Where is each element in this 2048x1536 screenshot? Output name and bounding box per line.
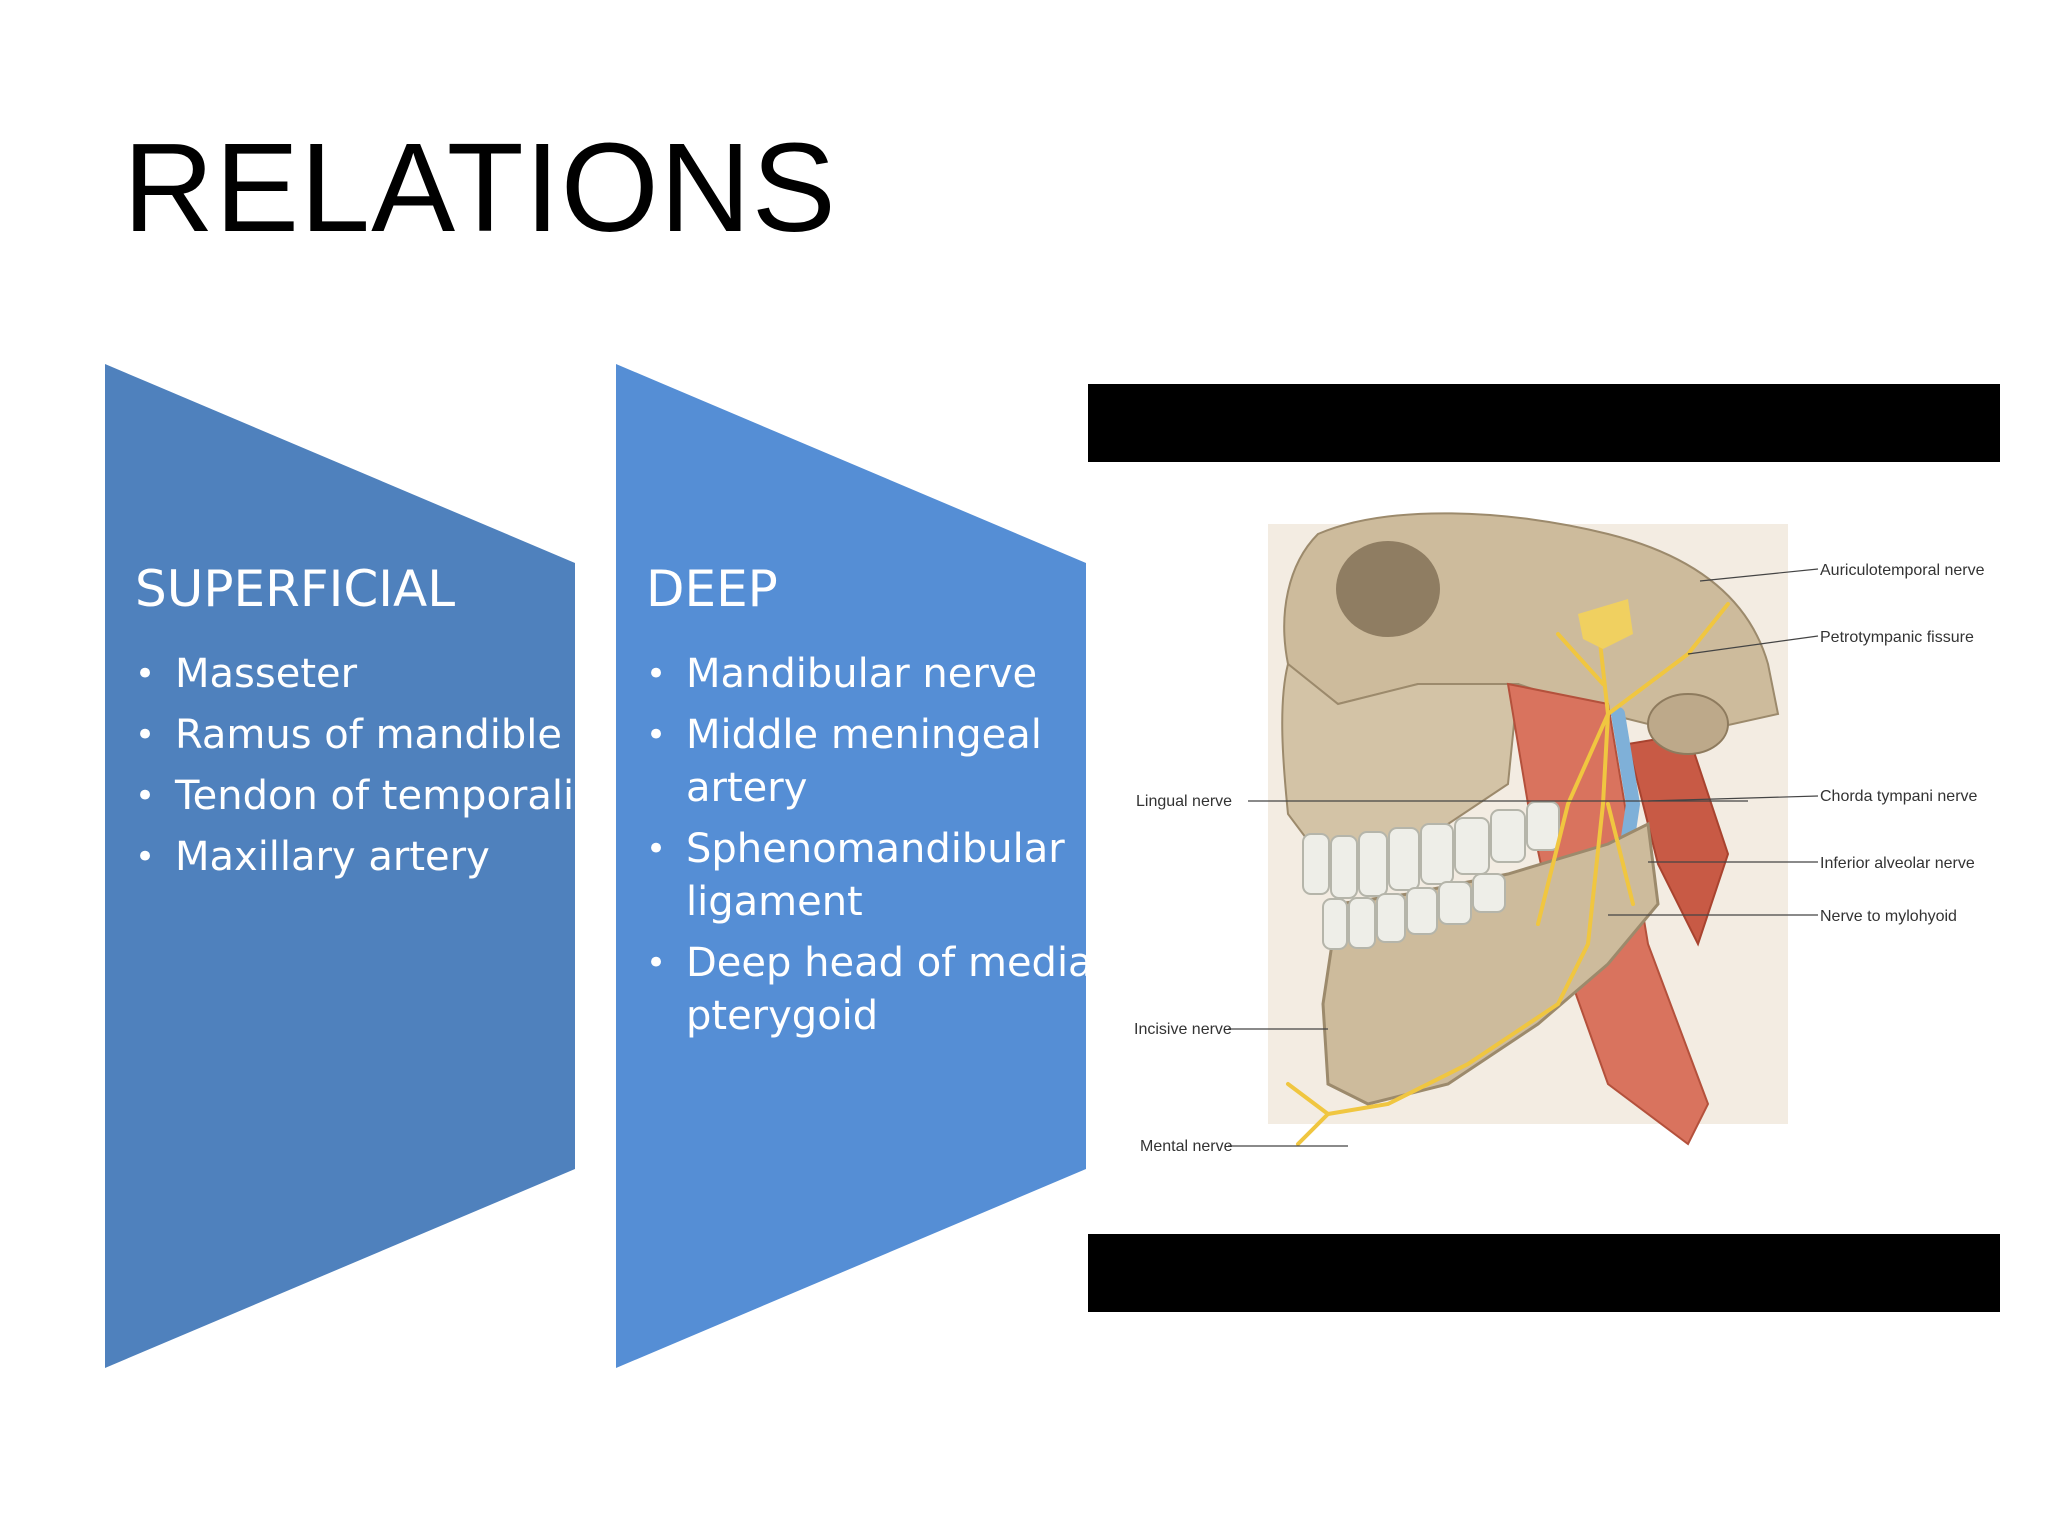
list-item: • Sphenomandibular ligament bbox=[646, 823, 1116, 929]
label-incisive: Incisive nerve bbox=[1134, 1021, 1232, 1038]
bullet-icon: • bbox=[135, 837, 156, 877]
list-item: • Tendon of temporalis bbox=[135, 770, 595, 823]
deep-chevron: DEEP • Mandibular nerve • Middle meningeal… bbox=[616, 364, 1104, 1368]
bullet-icon: • bbox=[646, 654, 667, 694]
list-item-text: Ramus of mandible bbox=[175, 712, 563, 758]
superficial-chevron: SUPERFICIAL • Masseter • Ramus of mandible… bbox=[105, 364, 595, 1368]
list-item: • Deep head of medial pterygoid bbox=[646, 937, 1116, 1043]
superficial-list: • Masseter • Ramus of mandible • Tendon of … bbox=[135, 648, 595, 884]
list-item: • Mandibular nerve bbox=[646, 648, 1116, 701]
bullet-icon: • bbox=[135, 776, 156, 816]
list-item-text: Mandibular nerve bbox=[686, 651, 1038, 697]
list-item-text: Maxillary artery bbox=[175, 834, 490, 880]
mandible-illustration: Auriculotemporal nerve Petrotympanic fis… bbox=[1088, 462, 2000, 1234]
deep-heading: DEEP bbox=[646, 560, 778, 618]
superficial-chevron-shape bbox=[105, 364, 575, 1368]
bullet-icon: • bbox=[135, 654, 156, 694]
label-petrotympanic: Petrotympanic fissure bbox=[1820, 629, 1974, 646]
list-item-text: Sphenomandibular ligament bbox=[686, 826, 1065, 925]
superficial-heading: SUPERFICIAL bbox=[135, 560, 456, 618]
label-auriculotemporal: Auriculotemporal nerve bbox=[1820, 562, 1985, 579]
label-mental: Mental nerve bbox=[1140, 1138, 1233, 1155]
list-item-text: Deep head of medial pterygoid bbox=[686, 940, 1104, 1039]
anatomy-figure: Auriculotemporal nerve Petrotympanic fis… bbox=[1088, 384, 2000, 1312]
label-chorda-tympani: Chorda tympani nerve bbox=[1820, 788, 1978, 805]
label-lingual: Lingual nerve bbox=[1136, 793, 1232, 810]
slide-title: RELATIONS bbox=[123, 117, 837, 258]
label-mylohyoid: Nerve to mylohyoid bbox=[1820, 908, 1957, 925]
list-item-text: Tendon of temporalis bbox=[175, 773, 595, 819]
bullet-icon: • bbox=[646, 715, 667, 755]
deep-chevron-shape bbox=[616, 364, 1086, 1368]
list-item: • Maxillary artery bbox=[135, 831, 595, 884]
list-item: • Middle meningeal artery bbox=[646, 709, 1116, 815]
bullet-icon: • bbox=[646, 829, 667, 869]
bullet-icon: • bbox=[135, 715, 156, 755]
deep-list: • Mandibular nerve • Middle meningeal arte… bbox=[646, 648, 1116, 1043]
bullet-icon: • bbox=[646, 943, 667, 983]
list-item-text: Middle meningeal artery bbox=[686, 712, 1042, 811]
list-item: • Ramus of mandible bbox=[135, 709, 595, 762]
list-item-text: Masseter bbox=[175, 651, 358, 697]
list-item: • Masseter bbox=[135, 648, 595, 701]
label-inferior-alveolar: Inferior alveolar nerve bbox=[1820, 855, 1975, 872]
